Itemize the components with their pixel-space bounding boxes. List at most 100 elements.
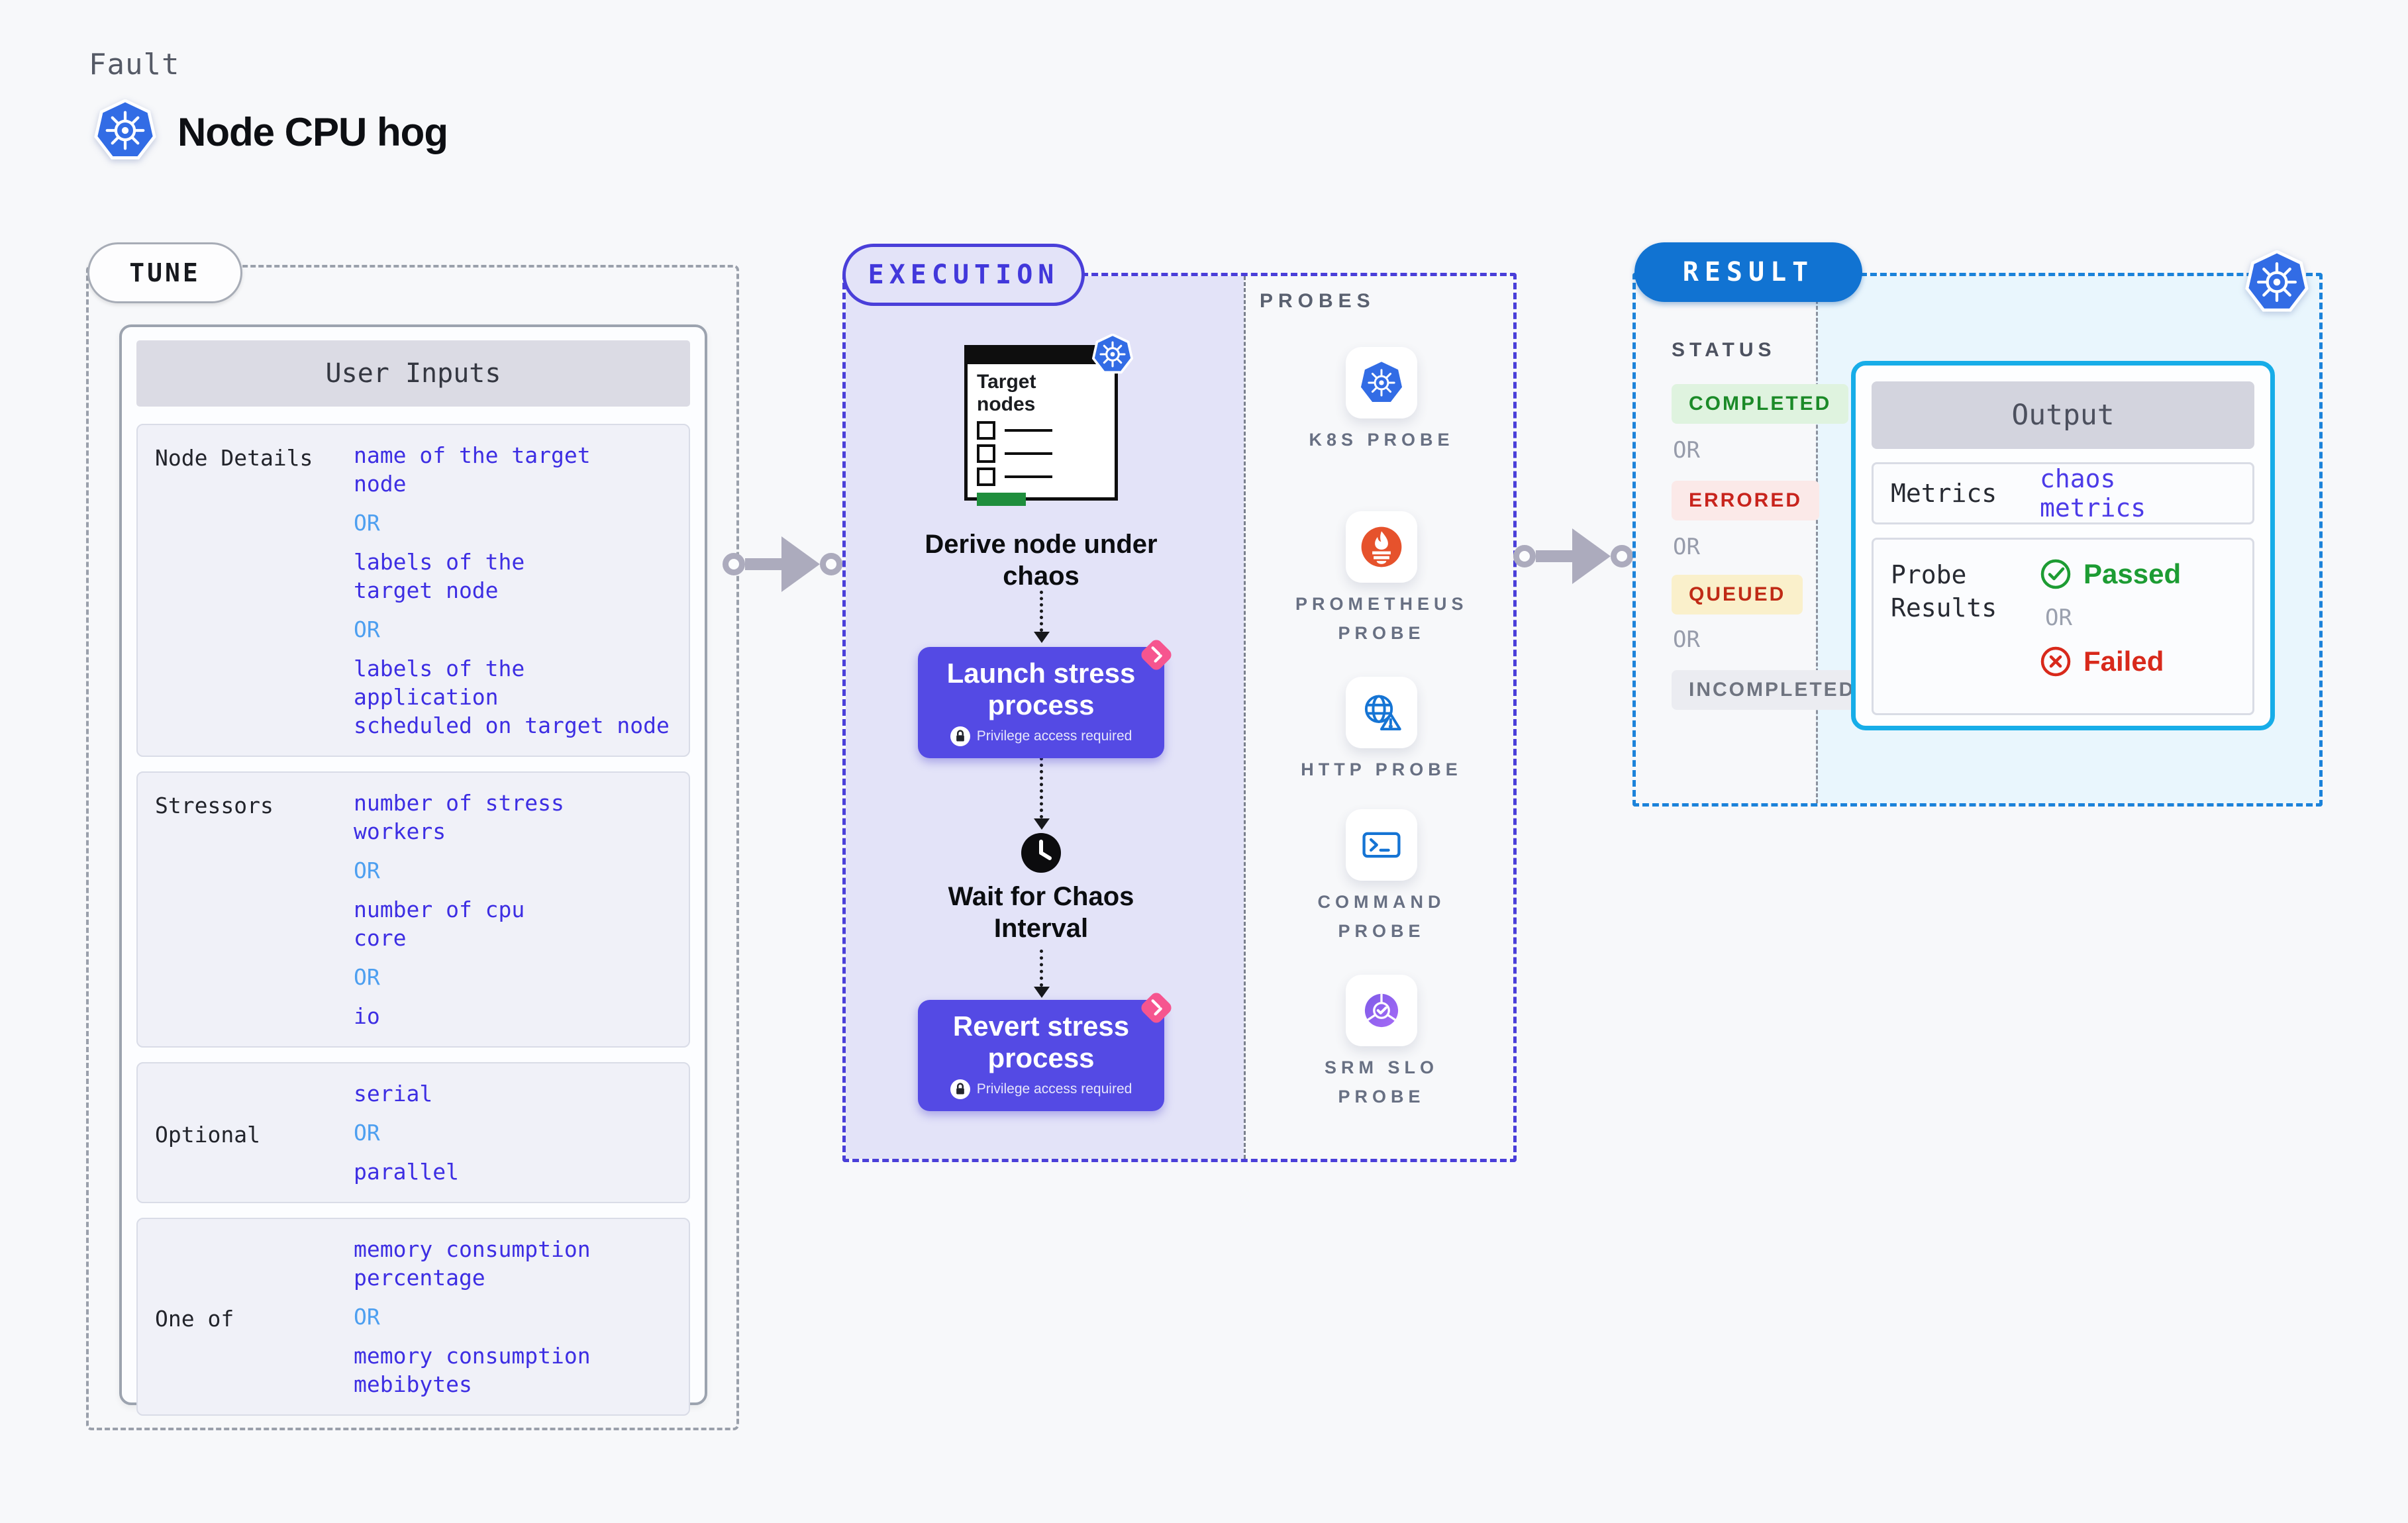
input-option: labels of the target node <box>354 549 525 603</box>
wait-step-label: Wait for Chaos Interval <box>948 882 1134 943</box>
arrow-head <box>1034 818 1050 830</box>
derive-step-label: Derive node under chaos <box>925 530 1158 591</box>
fault-kicker: Fault <box>89 48 180 81</box>
check-circle-icon <box>2040 559 2071 589</box>
or-separator: OR <box>1673 534 1700 560</box>
x-circle-icon <box>2040 646 2071 677</box>
probe-results-label: Probe Results <box>1891 560 1997 622</box>
probe-card-prometheus <box>1346 511 1417 583</box>
or-separator: OR <box>354 510 380 536</box>
checkbox-icon <box>977 467 995 486</box>
page-title: Node CPU hog <box>177 110 448 154</box>
probe-label: PROMETHEUS PROBE <box>1295 594 1468 643</box>
pie-check-icon <box>1364 993 1399 1028</box>
input-option: serial <box>354 1081 433 1106</box>
failed-label: Failed <box>2083 646 2164 677</box>
chaos-flag-icon <box>1141 640 1172 670</box>
metrics-label: Metrics <box>1891 479 1997 508</box>
target-nodes-card: Target nodes <box>964 334 1133 506</box>
flow-connector <box>1040 591 1043 632</box>
probes-title: PROBES <box>1260 290 1376 312</box>
probe-card-command <box>1346 809 1417 881</box>
clock-icon <box>1021 833 1061 873</box>
privilege-note: Privilege access required <box>976 728 1132 744</box>
input-option: name of the target node <box>354 442 591 497</box>
input-row-label: Optional <box>155 1122 260 1148</box>
input-row-optional: Optional serial OR parallel <box>136 1062 690 1203</box>
metrics-row: Metrics chaos metrics <box>1872 462 2254 524</box>
input-row-node-details: Node Details name of the target node OR … <box>136 424 690 757</box>
input-option: labels of the application scheduled on t… <box>354 656 670 738</box>
or-separator: OR <box>354 1120 380 1146</box>
flow-connector <box>1040 950 1043 987</box>
or-separator: OR <box>354 1304 380 1330</box>
probe-card-k8s <box>1346 347 1417 418</box>
or-separator: OR <box>354 964 380 990</box>
input-row-label: Node Details <box>155 445 313 471</box>
input-option: memory consumption percentage <box>354 1236 591 1291</box>
kubernetes-icon <box>2245 250 2309 312</box>
arrow-end-ring <box>1611 545 1633 567</box>
flow-connector <box>1040 744 1043 818</box>
metrics-value: chaos metrics <box>2040 464 2146 522</box>
input-option: number of cpu core <box>354 897 525 951</box>
kubernetes-icon <box>1360 362 1403 403</box>
status-badge-completed: COMPLETED <box>1672 384 1849 424</box>
or-separator: OR <box>1673 626 1700 653</box>
arrow-head <box>1034 987 1050 998</box>
arrow-head <box>1572 528 1611 584</box>
kubernetes-icon <box>94 99 156 160</box>
result-badge: RESULT <box>1634 242 1862 302</box>
or-separator: OR <box>1673 437 1700 464</box>
probe-card-http <box>1346 677 1417 748</box>
target-card-title: Target nodes <box>977 371 1036 415</box>
status-badge-queued: QUEUED <box>1672 575 1803 614</box>
output-card: Output Metrics chaos metrics Probe Resul… <box>1851 361 2275 730</box>
or-separator: OR <box>354 858 380 883</box>
arrow-head <box>1034 632 1050 643</box>
status-output-divider <box>1816 276 1818 803</box>
arrow-end-ring <box>820 553 842 575</box>
lock-icon <box>950 726 970 746</box>
input-option: parallel <box>354 1159 459 1185</box>
user-inputs-header: User Inputs <box>136 340 690 407</box>
input-option: memory consumption mebibytes <box>354 1343 591 1397</box>
probe-label: K8S PROBE <box>1309 430 1454 450</box>
terminal-icon <box>1362 832 1401 858</box>
input-row-one-of: One of memory consumption percentage OR … <box>136 1218 690 1416</box>
probe-label: HTTP PROBE <box>1301 760 1462 779</box>
probe-card-srm-slo <box>1346 975 1417 1046</box>
execution-to-result-arrow <box>1513 528 1633 584</box>
input-row-stressors: Stressors number of stress workers OR nu… <box>136 771 690 1048</box>
input-option: io <box>354 1003 380 1029</box>
checkbox-icon <box>977 444 995 463</box>
or-separator: OR <box>2045 605 2072 631</box>
checkbox-icon <box>977 421 995 440</box>
tune-section-box <box>86 265 739 1430</box>
probe-label: COMMAND PROBE <box>1317 892 1446 941</box>
globe-warning-icon <box>1364 695 1401 731</box>
kubernetes-icon <box>1092 334 1133 374</box>
status-badge-errored: ERRORED <box>1672 481 1820 520</box>
execution-probes-divider <box>1244 276 1246 1159</box>
launch-stress-label: Launch stress process <box>946 658 1136 720</box>
probe-label: SRM SLO PROBE <box>1324 1057 1438 1106</box>
card-title-bar <box>968 348 1115 364</box>
status-title: STATUS <box>1672 339 1776 361</box>
tune-to-execution-arrow <box>723 536 842 592</box>
user-inputs-card: User Inputs Node Details name of the tar… <box>119 324 707 1416</box>
or-separator: OR <box>354 616 380 642</box>
output-header: Output <box>1872 381 2254 449</box>
input-option: number of stress workers <box>354 790 564 844</box>
prometheus-icon <box>1361 526 1402 567</box>
privilege-note: Privilege access required <box>976 1081 1132 1097</box>
tune-badge: TUNE <box>87 242 242 303</box>
input-row-label: One of <box>155 1306 234 1332</box>
progress-bar <box>977 493 1026 506</box>
revert-stress-label: Revert stress process <box>952 1010 1130 1073</box>
status-badge-incompleted: INCOMPLETED <box>1672 670 1873 710</box>
execution-badge: EXECUTION <box>842 244 1085 306</box>
revert-stress-node: Revert stress process Privilege access r… <box>918 993 1172 1111</box>
launch-stress-node: Launch stress process Privilege access r… <box>918 640 1172 758</box>
